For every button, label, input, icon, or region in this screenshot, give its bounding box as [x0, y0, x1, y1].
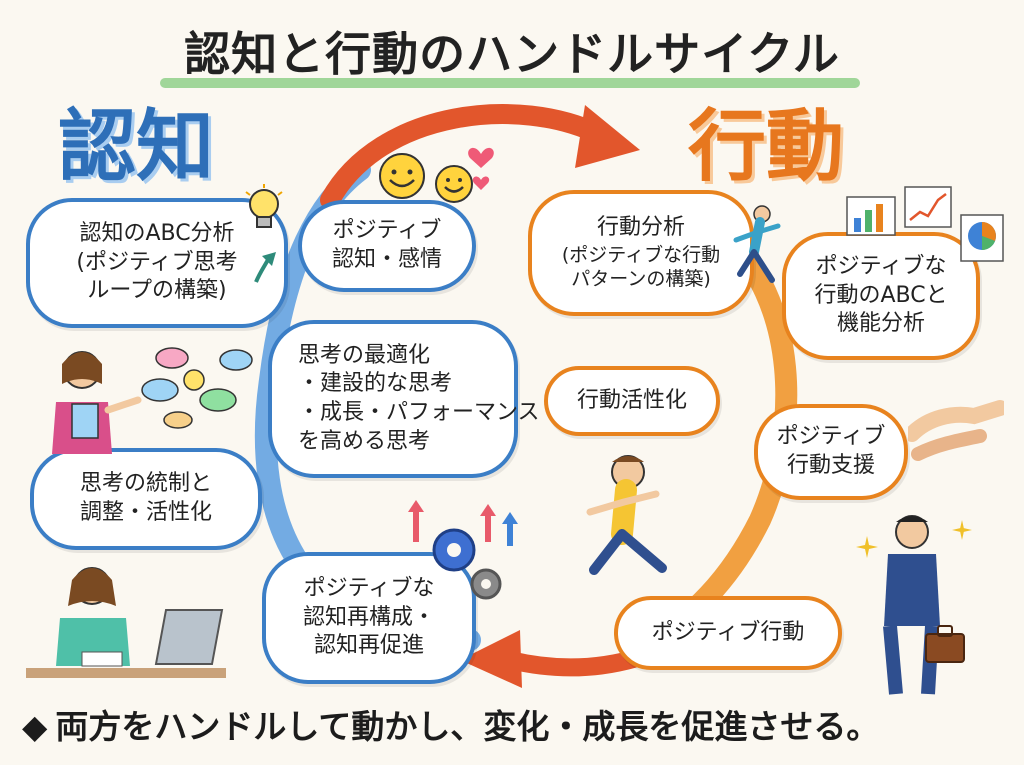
bubble-line: ポジティブな — [815, 254, 947, 280]
bubble-line: 思考の統制と — [79, 471, 212, 497]
bubble-line: ・建設的な思考 — [298, 371, 453, 397]
top-red-arrow — [320, 104, 610, 210]
bubble-positive-action: ポジティブ行動 — [614, 596, 842, 670]
bubble-line: 認知再促進 — [313, 633, 424, 659]
thought-bubbles-icon — [141, 347, 253, 429]
line-chart-icon — [904, 186, 952, 228]
heading-action: 行動 — [688, 102, 845, 192]
running-person-icon — [586, 455, 667, 575]
bubble-line: 認知のABC分析 — [79, 221, 235, 247]
bar-chart-icon — [846, 196, 896, 236]
bubble-positive-support: ポジティブ 行動支援 — [754, 404, 908, 500]
bubble-behavior-analysis: 行動分析 (ポジティブな行動 パターンの構築) — [528, 190, 754, 316]
heart-icon — [468, 147, 494, 190]
smiley-icon — [379, 153, 473, 203]
footer-text: 両方をハンドルして動かし、変化・成長を促進させる。 — [55, 707, 880, 746]
up-arrow-icon — [254, 252, 276, 283]
bubble-line: ポジティブ — [332, 218, 442, 244]
bubble-line: ・成長・パフォーマンス — [298, 400, 540, 425]
bubble-line: 認知・感情 — [331, 247, 442, 272]
laptop-icon — [26, 567, 226, 678]
footer-summary: ◆両方をハンドルして動かし、変化・成長を促進させる。 — [22, 700, 1012, 748]
bubble-line: パターンの構築) — [571, 268, 711, 291]
bubble-line: 調整・活性化 — [79, 500, 212, 525]
bubble-line: (ポジティブ思考 — [76, 249, 238, 275]
running-person-icon — [733, 205, 781, 283]
bottom-red-arrowhead — [460, 630, 522, 688]
bubble-line: ポジティブな — [303, 576, 435, 602]
pie-chart-icon — [960, 214, 1004, 262]
briefcase-icon — [925, 625, 965, 663]
bubble-line: 行動のABCと — [814, 282, 948, 308]
bubble-line: (ポジティブな行動 — [561, 243, 721, 266]
lightbulb-icon — [245, 184, 283, 228]
bubble-line: 行動分析 — [596, 215, 685, 241]
bubble-line: 機能分析 — [836, 311, 925, 337]
bubble-cognition-abc: 認知のABC分析 (ポジティブ思考 ループの構築) — [26, 198, 288, 328]
up-arrow-icon — [408, 500, 518, 546]
bubble-line: ループの構築) — [87, 278, 227, 304]
diamond-marker: ◆ — [22, 707, 48, 746]
title-underline — [160, 78, 860, 88]
woman-with-clipboard-icon — [52, 351, 142, 454]
bubble-thought-optimization: 思考の最適化 ・建設的な思考 ・成長・パフォーマンス を高める思考 — [268, 320, 540, 478]
sparkle-icon — [952, 520, 972, 540]
bubble-positive-emotion: ポジティブ 認知・感情 — [298, 200, 476, 292]
page-title: 認知と行動のハンドルサイクル — [184, 27, 840, 81]
bubble-line: を高める思考 — [298, 428, 431, 454]
bubble-behavioral-activation: 行動活性化 — [544, 366, 720, 436]
bubble-line: ポジティブ行動 — [651, 619, 805, 645]
bubble-cognitive-restructuring: ポジティブな 認知再構成・ 認知再促進 — [262, 552, 476, 684]
bubble-line: 行動活性化 — [576, 387, 687, 413]
businessman-icon — [883, 515, 940, 695]
bubble-line: ポジティブ — [776, 424, 886, 450]
bubble-line: 認知再構成・ — [302, 604, 435, 630]
heading-cognition: 認知 — [58, 102, 215, 192]
top-red-arrowhead — [575, 105, 640, 168]
bubble-line: 行動支援 — [786, 453, 875, 478]
bubble-line: 思考の最適化 — [298, 342, 431, 368]
bubble-abc-function: ポジティブな 行動のABCと 機能分析 — [782, 232, 980, 360]
handshake-icon — [908, 400, 1004, 461]
gear-icon — [432, 528, 502, 600]
sparkle-icon — [856, 536, 878, 558]
bubble-thought-control: 思考の統制と 調整・活性化 — [30, 448, 262, 550]
